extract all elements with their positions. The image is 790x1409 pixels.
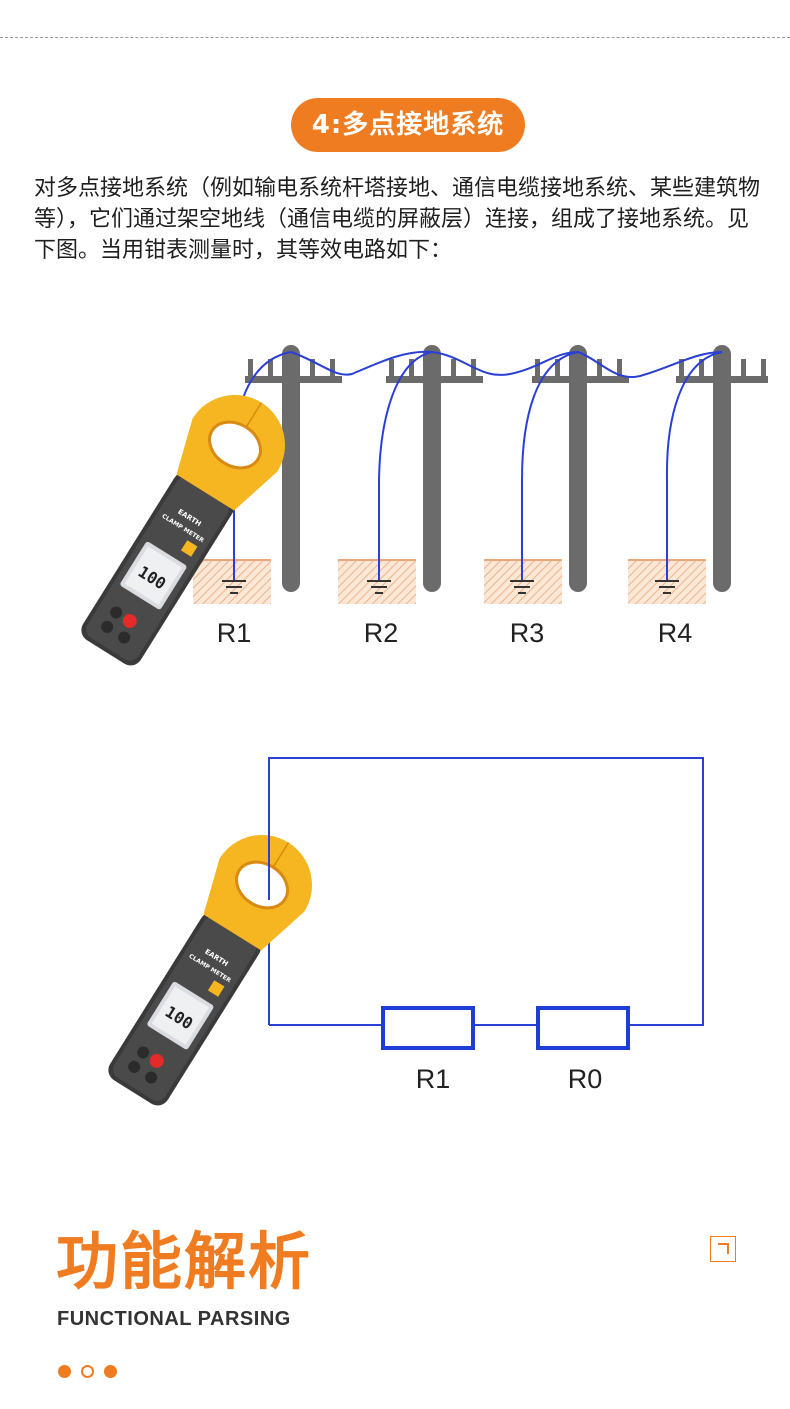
down-conductor-3 — [521, 351, 579, 580]
pole-3 — [532, 345, 629, 592]
ground-symbol-icon — [510, 580, 534, 594]
label-r4: R4 — [658, 618, 693, 648]
label-r3: R3 — [510, 618, 545, 648]
equivalent-circuit-diagram: EARTH CLAMP METER 100 R1 R0 — [108, 757, 704, 1106]
clamp-meter-top: EARTH CLAMP METER 100 — [81, 395, 285, 666]
intro-paragraph: 对多点接地系统（例如输电系统杆塔接地、通信电缆接地系统、某些建筑物等），它们通过… — [34, 176, 761, 263]
pole-4 — [676, 345, 768, 592]
ground-symbol-icon — [655, 580, 679, 594]
down-conductor-4 — [665, 351, 723, 580]
label-resistor-r1: R1 — [416, 1064, 451, 1094]
ground-wires — [232, 350, 723, 580]
dot-filled-icon — [58, 1365, 71, 1378]
clamp-meter-bottom: EARTH CLAMP METER 100 — [108, 835, 312, 1106]
label-r1: R1 — [217, 618, 252, 648]
resistor-r0 — [536, 1006, 630, 1050]
label-r2: R2 — [364, 618, 399, 648]
decorative-dots — [58, 1365, 117, 1379]
dot-ring-icon — [81, 1365, 94, 1378]
pole-2 — [386, 345, 483, 592]
multi-point-grounding-diagram: EARTH CLAMP METER 100 R1 R2 R3 R4 — [81, 345, 768, 666]
soil-patches — [193, 559, 706, 604]
overhead-ground-wire — [290, 350, 723, 379]
circuit-wires — [268, 757, 704, 1026]
dot-filled-icon — [104, 1365, 117, 1378]
pole-1 — [245, 345, 342, 592]
ground-symbol-icon — [222, 580, 246, 594]
functional-parsing-subtitle: FUNCTIONAL PARSING — [57, 1308, 291, 1330]
top-dashed-divider — [0, 37, 790, 38]
functional-parsing-title: 功能解析 — [56, 1225, 313, 1298]
ground-symbols — [222, 580, 679, 594]
section-title-pill: 4:多点接地系统 — [291, 98, 525, 152]
resistor-r1 — [381, 1006, 475, 1050]
down-conductor-2 — [378, 351, 433, 580]
label-resistor-r0: R0 — [568, 1064, 603, 1094]
utility-poles — [245, 345, 768, 592]
corner-bracket-icon — [710, 1236, 736, 1262]
ground-symbol-icon — [367, 580, 391, 594]
